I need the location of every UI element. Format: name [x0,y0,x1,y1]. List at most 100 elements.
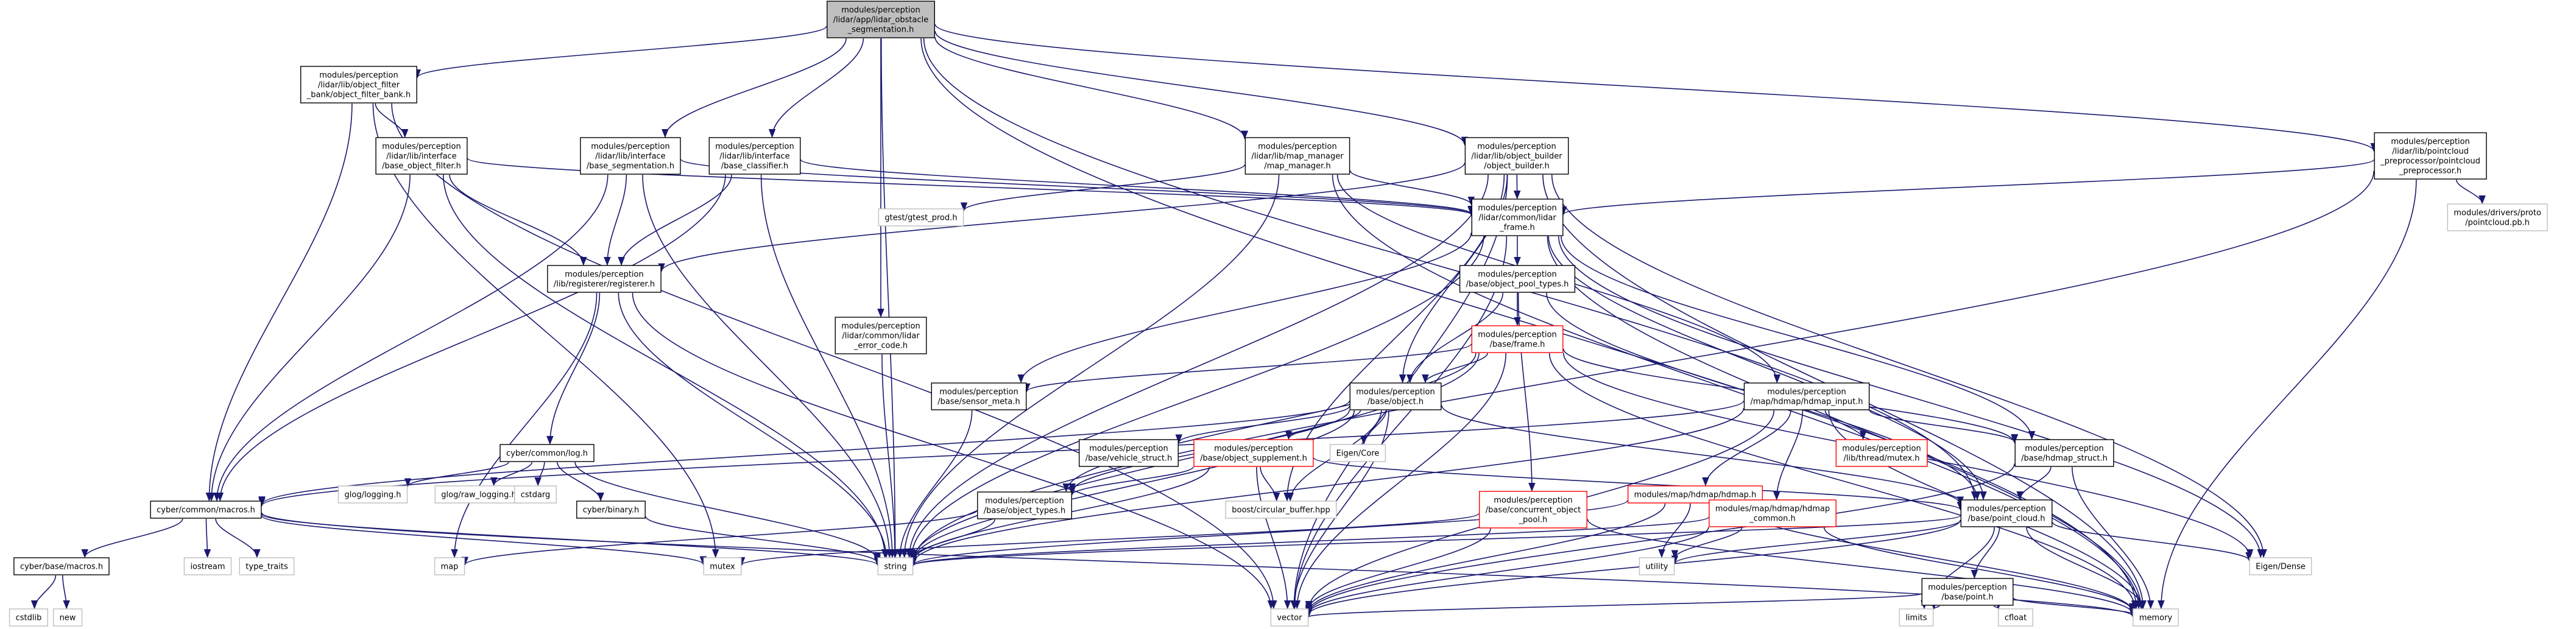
node-pc-preproc[interactable]: modules/perception/lidar/lib/pointcloud_… [2374,132,2487,180]
node-hdmap-input[interactable]: modules/perception/map/hdmap/hdmap_input… [1743,382,1870,410]
node-base-cls[interactable]: modules/perception/lidar/lib/interface/b… [708,137,801,175]
node-memory[interactable]: memory [2133,608,2179,627]
node-cyber-log[interactable]: cyber/common/log.h [499,444,595,462]
node-hdmap-struct[interactable]: modules/perception/base/hdmap_struct.h [2014,439,2114,467]
edge-root-to-memory [920,38,2140,610]
node-cfloat[interactable]: cfloat [1998,608,2033,627]
node-label: cstdarg [521,491,551,500]
node-registerer[interactable]: modules/perception/lib/registerer/regist… [547,265,662,293]
node-label-line: _pool.h [1519,516,1548,525]
node-point[interactable]: modules/perception/base/point.h [1921,578,2014,606]
node-label: Eigen/Core [1336,449,1380,459]
node-lidar-err[interactable]: modules/perception/lidar/common/lidar_er… [835,317,927,354]
node-type-traits[interactable]: type_traits [239,557,295,575]
edge-hdmap-common-to-utility [1671,527,1743,559]
node-object[interactable]: modules/perception/base/object.h [1349,382,1442,410]
edge-root-to-map-manager [934,37,1249,140]
node-new[interactable]: new [52,608,83,627]
node-map[interactable]: map [434,557,465,575]
node-vehicle-struct[interactable]: modules/perception/base/vehicle_struct.h [1078,439,1179,467]
node-box [708,137,801,175]
edge-hdmap-input-to-hdmap-struct [1869,410,2018,443]
node-cyber-binary[interactable]: cyber/binary.h [576,501,646,519]
node-label-line: /base/frame.h [1490,340,1545,350]
node-mutex[interactable]: mutex [703,557,742,575]
node-label-line: modules/perception [2391,138,2469,147]
node-box [13,557,110,575]
node-obj-pool-types[interactable]: modules/perception/base/object_pool_type… [1459,265,1576,293]
node-root[interactable]: modules/perception/lidar/app/lidar_obsta… [827,1,936,38]
node-label-line: cstdlib [16,614,42,623]
node-label-line: modules/perception [1928,583,2006,592]
node-cstdlib[interactable]: cstdlib [9,608,49,627]
node-label: string [884,563,906,572]
node-label: glog/logging.h [345,491,401,500]
node-box [1835,439,1928,467]
edge-root-to-obj-builder [934,30,1468,146]
node-obj-types[interactable]: modules/perception/base/object_types.h [977,491,1073,519]
node-base-seg[interactable]: modules/perception/lidar/lib/interface/b… [580,137,681,175]
node-cyber-macros[interactable]: cyber/common/macros.h [150,501,262,519]
edge-lidar-frame-to-sensor-meta [1017,233,1472,384]
node-thread-mutex[interactable]: modules/perception/lib/thread/mutex.h [1835,439,1928,467]
node-label-line: /lidar/lib/object_builder [1471,152,1562,161]
edge-obj-pool-types-to-object [1406,292,1503,384]
node-glog-raw[interactable]: glog/raw_logging.h [434,485,523,504]
edge-hdmap-struct-to-memory [2072,466,2154,610]
node-label-line: gtest/gtest_prod.h [884,214,957,223]
node-eigen-dense[interactable]: Eigen/Dense [2249,557,2312,575]
node-utility[interactable]: utility [1639,557,1675,575]
node-hdmap-common[interactable]: modules/map/hdmap/hdmap_common.h [1709,499,1837,527]
node-string[interactable]: string [877,557,914,575]
edge-obj-supplement-to-circular-buffer [1260,466,1280,502]
edge-root-to-string [881,38,899,558]
node-map-manager[interactable]: modules/perception/lidar/lib/map_manager… [1244,137,1350,175]
node-label-line: _preprocessor.h [2399,167,2461,176]
node-label-line: modules/perception [1214,445,1293,454]
edge-object-to-point-cloud [1441,405,1964,505]
node-pointcloud-pb[interactable]: modules/drivers/proto/pointcloud.pb.h [2447,203,2548,231]
node-glog-logging[interactable]: glog/logging.h [337,485,408,504]
node-cstdarg[interactable]: cstdarg [514,485,557,504]
node-vector[interactable]: vector [1270,608,1309,627]
node-concurrent-pool[interactable]: modules/perception/base/concurrent_objec… [1478,491,1587,529]
edge-map-manager-to-gtest [961,164,1246,211]
edge-lidar-frame-to-eigen-dense [1558,236,2264,558]
edge-cyber-macros-to-mutex [261,515,707,565]
edge-cyber-log-to-glog-raw [490,462,533,487]
edge-point-to-cfloat [1993,600,2002,610]
edge-pc-preproc-to-lidar-frame [1560,159,2374,216]
edge-cyber-macros-to-memory [261,512,2136,617]
edge-obj-supplement-to-point-cloud [1313,457,1964,511]
node-eigen-core[interactable]: Eigen/Core [1329,444,1386,462]
node-label-line: map [441,563,459,572]
node-label-line: cyber/common/log.h [506,449,588,459]
node-label-line: modules/perception [1477,142,1556,152]
node-obj-filter-bank[interactable]: modules/perception/lidar/lib/object_filt… [300,66,417,104]
node-sensor-meta[interactable]: modules/perception/base/sensor_meta.h [931,382,1027,410]
node-hdmap-h[interactable]: modules/map/hdmap/hdmap.h [1627,485,1763,504]
node-obj-supplement[interactable]: modules/perception/base/object_supplemen… [1193,439,1314,467]
node-box [1471,325,1564,353]
node-frame[interactable]: modules/perception/base/frame.h [1471,325,1564,353]
node-label-line: /base/object_supplement.h [1200,454,1307,463]
edge-registerer-to-string [618,292,890,558]
node-circular-buffer[interactable]: boost/circular_buffer.hpp [1225,501,1337,519]
node-iostream[interactable]: iostream [183,557,232,575]
node-box [1639,557,1675,575]
node-box [931,382,1027,410]
node-gtest[interactable]: gtest/gtest_prod.h [878,208,964,227]
node-label-line: modules/perception [985,497,1064,506]
node-obj-builder[interactable]: modules/perception/lidar/lib/object_buil… [1464,137,1569,175]
edge-cyber-macros-to-base-macros [81,518,183,558]
node-point-cloud[interactable]: modules/perception/base/point_cloud.h [1960,499,2053,527]
node-lidar-frame[interactable]: modules/perception/lidar/common/lidar_fr… [1471,199,1564,236]
node-box [1349,382,1442,410]
node-limits[interactable]: limits [1899,608,1934,627]
node-base-macros[interactable]: cyber/base/macros.h [13,557,110,575]
node-box [1899,608,1934,627]
node-label-line: /lidar/lib/interface [719,152,789,161]
node-box [2014,439,2114,467]
node-base-obj-filter[interactable]: modules/perception/lidar/lib/interface/b… [375,137,468,175]
node-label: modules/perception/base/hdmap_struct.h [2021,445,2108,463]
